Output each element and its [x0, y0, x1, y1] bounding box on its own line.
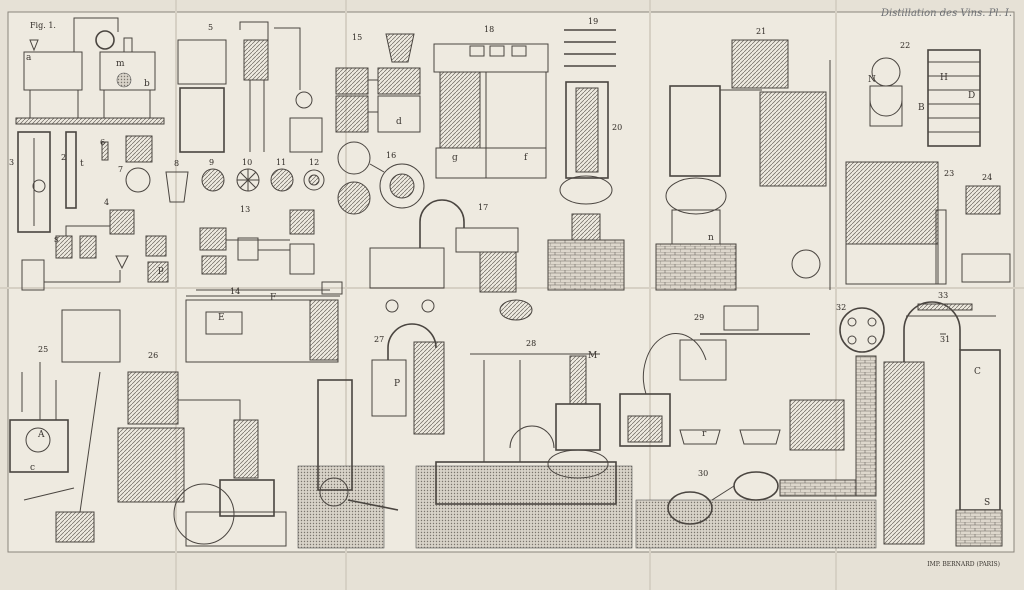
fig-label-7: 7 — [118, 165, 123, 174]
plate-header: Distillation des Vins. Pl. I. — [880, 8, 1012, 19]
figure-18-apparatus — [433, 43, 549, 179]
svg-text:b: b — [144, 79, 150, 89]
fig-label-19: 19 — [588, 17, 598, 26]
figure-13-apparatus — [199, 209, 315, 275]
fig-label-25: 25 — [38, 345, 48, 354]
figure-31-column — [883, 301, 1003, 547]
fig-label-2: 2 — [61, 153, 66, 162]
svg-text:m: m — [116, 59, 125, 69]
figure-33-bar — [917, 303, 973, 311]
svg-text:M: M — [588, 351, 597, 361]
svg-text:a: a — [26, 53, 32, 63]
fig-label-30: 30 — [698, 469, 708, 478]
svg-text:B: B — [918, 103, 925, 113]
figure-numbers: Fig. 1. 2 3 4 5 6 7 8 9 10 11 12 13 14 1… — [9, 17, 992, 478]
figure-23-apparatus — [791, 161, 947, 285]
fig-label-4: 4 — [104, 198, 109, 207]
figure-30-apparatus — [635, 355, 877, 549]
figure-3-hydrometer-board — [17, 131, 51, 233]
svg-text:C: C — [974, 367, 981, 377]
svg-text:D: D — [968, 91, 975, 101]
figure-24-grille — [965, 185, 1001, 215]
fig-label-14: 14 — [230, 287, 240, 296]
svg-text:N: N — [868, 75, 876, 85]
fig-label-26: 26 — [148, 351, 158, 360]
svg-text:p: p — [158, 265, 164, 275]
fig-label-13: 13 — [240, 205, 250, 214]
svg-text:H: H — [940, 73, 948, 83]
svg-text:r: r — [702, 429, 707, 439]
figure-26-apparatus — [117, 371, 287, 547]
fig-label-1: Fig. 1. — [30, 21, 56, 30]
figure-22-apparatus — [869, 49, 981, 147]
fig-label-24: 24 — [982, 173, 992, 182]
fig-label-23: 23 — [944, 169, 954, 178]
svg-text:S: S — [984, 498, 990, 508]
figure-7-disc — [125, 167, 151, 193]
svg-text:n: n — [708, 233, 714, 243]
fig-label-16: 16 — [386, 151, 396, 160]
figure-32-disc — [839, 307, 885, 353]
fig-label-31: 31 — [940, 335, 950, 344]
svg-text:d: d — [396, 117, 402, 127]
figure-17-apparatus — [369, 199, 533, 321]
fig-label-6: 6 — [100, 138, 105, 147]
fig-label-8: 8 — [174, 159, 179, 168]
figure-28-apparatus — [415, 353, 633, 549]
figures-9-12-rosettes — [201, 168, 325, 192]
figure-27-apparatus — [297, 323, 445, 549]
fig-label-21: 21 — [756, 27, 766, 36]
fig-label-28: 28 — [526, 339, 536, 348]
figure-15-apparatus — [335, 33, 421, 133]
svg-text:s: s — [54, 235, 59, 245]
figure-5-still — [177, 21, 323, 153]
fig-label-33: 33 — [938, 291, 948, 300]
fig-label-20: 20 — [612, 123, 622, 132]
svg-text:f: f — [524, 153, 528, 163]
figure-29-apparatus — [619, 305, 845, 451]
svg-text:F: F — [270, 293, 276, 303]
svg-text:P: P — [394, 379, 400, 389]
fig-label-17: 17 — [478, 203, 488, 212]
figure-21-apparatus — [655, 39, 831, 291]
fig-label-12: 12 — [309, 158, 319, 167]
figure-6-grid — [125, 135, 153, 163]
fig-label-22: 22 — [900, 41, 910, 50]
fig-label-27: 27 — [374, 335, 384, 344]
fig-label-11: 11 — [276, 158, 286, 167]
fig-label-10: 10 — [242, 158, 252, 167]
figure-2-cylinder — [65, 131, 77, 209]
figure-25-apparatus — [9, 309, 121, 543]
fig-label-29: 29 — [694, 313, 704, 322]
figure-24-tank — [961, 253, 1011, 283]
fig-label-5: 5 — [208, 23, 213, 32]
part-letters: A B C D E F H M N P S a b c d f g m n p … — [26, 53, 990, 508]
fig-label-3: 3 — [9, 158, 14, 167]
figure-4-apparatus — [21, 209, 169, 291]
figure-16-apparatus — [337, 141, 425, 215]
figure-1-apparatus — [15, 17, 165, 125]
fig-label-15: 15 — [352, 33, 362, 42]
svg-text:g: g — [452, 153, 458, 163]
imprint: IMP. BERNARD (PARIS) — [927, 561, 1000, 568]
fig-label-18: 18 — [484, 25, 494, 34]
figure-6-part — [101, 141, 109, 161]
svg-text:t: t — [80, 159, 84, 169]
fig-label-9: 9 — [209, 158, 214, 167]
figure-14-apparatus — [185, 281, 343, 363]
figure-19-plates — [564, 29, 616, 67]
fig-label-32: 32 — [836, 303, 846, 312]
figure-8-vessel — [165, 171, 189, 203]
figure-20-column — [547, 81, 625, 291]
svg-text:A: A — [37, 430, 45, 440]
svg-text:c: c — [30, 463, 35, 473]
svg-text:E: E — [218, 313, 225, 323]
